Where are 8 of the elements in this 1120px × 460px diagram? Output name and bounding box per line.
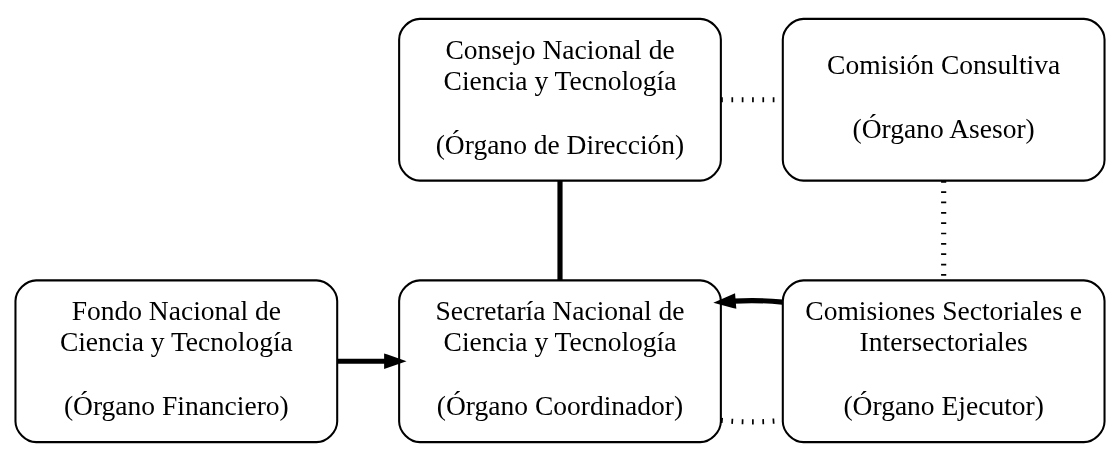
node-box: Secretaría Nacional de Ciencia y Tecnología (Órgano Coordinador) bbox=[398, 278, 722, 443]
arrow bbox=[713, 292, 783, 309]
arrow bbox=[337, 352, 407, 369]
connector bbox=[557, 180, 563, 280]
node-box: Consejo Nacional de Ciencia y Tecnología (Órgano de Dirección) bbox=[398, 17, 722, 182]
node-box: Comisión Consultiva (Órgano Asesor) bbox=[781, 17, 1106, 182]
node-box: Comisiones Sectoriales e Intersectoriales (Órgano Ejecutor) bbox=[781, 278, 1106, 443]
node-box: Fondo Nacional de Ciencia y Tecnología (Órgano Financiero) bbox=[14, 278, 339, 443]
